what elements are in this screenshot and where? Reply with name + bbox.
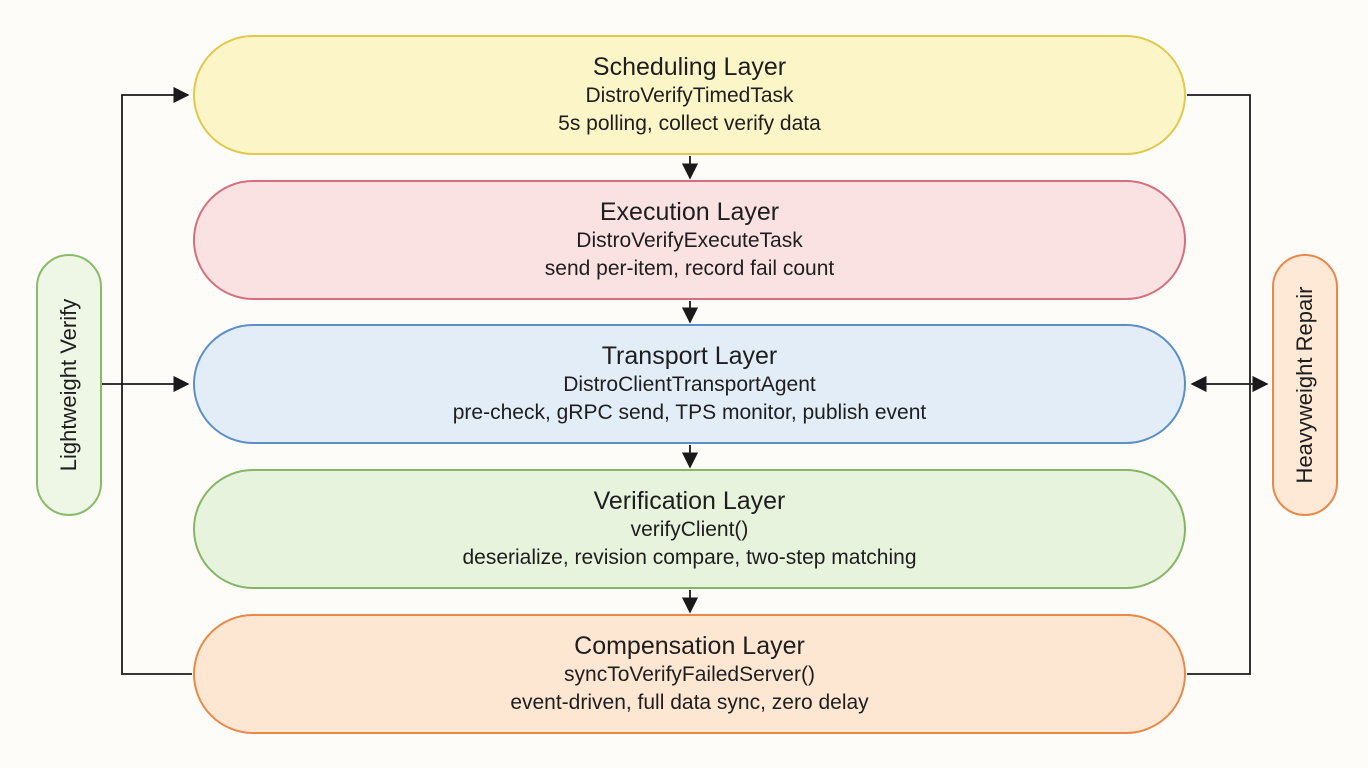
layer-class: DistroVerifyTimedTask (585, 84, 794, 107)
layer-class: syncToVerifyFailedServer() (564, 663, 815, 686)
layer-class: DistroClientTransportAgent (563, 373, 816, 396)
layer-title: Execution Layer (599, 198, 780, 226)
layer-description: event-driven, full data sync, zero delay (510, 691, 869, 714)
layer-title: Transport Layer (601, 342, 778, 370)
layer-class: DistroVerifyExecuteTask (576, 229, 803, 252)
scheduling-layer: Scheduling Layer DistroVerifyTimedTask 5… (193, 35, 1186, 155)
layer-title: Compensation Layer (574, 632, 805, 660)
compensation-layer: Compensation Layer syncToVerifyFailedSer… (193, 614, 1186, 734)
transport-layer: Transport Layer DistroClientTransportAge… (193, 324, 1186, 444)
layer-description: deserialize, revision compare, two-step … (462, 546, 917, 569)
layer-title: Verification Layer (593, 487, 786, 515)
layer-description: send per-item, record fail count (544, 257, 835, 280)
layer-title: Scheduling Layer (592, 53, 787, 81)
heavyweight-repair-pill: Heavyweight Repair (1272, 254, 1338, 516)
lightweight-verify-label: Lightweight Verify (56, 298, 81, 472)
layer-description: 5s polling, collect verify data (558, 112, 821, 135)
layer-class: verifyClient() (630, 518, 749, 541)
layer-description: pre-check, gRPC send, TPS monitor, publi… (452, 401, 927, 424)
verification-layer: Verification Layer verifyClient() deseri… (193, 469, 1186, 589)
heavyweight-repair-label: Heavyweight Repair (1292, 286, 1317, 484)
lightweight-verify-pill: Lightweight Verify (36, 254, 102, 516)
execution-layer: Execution Layer DistroVerifyExecuteTask … (193, 180, 1186, 300)
